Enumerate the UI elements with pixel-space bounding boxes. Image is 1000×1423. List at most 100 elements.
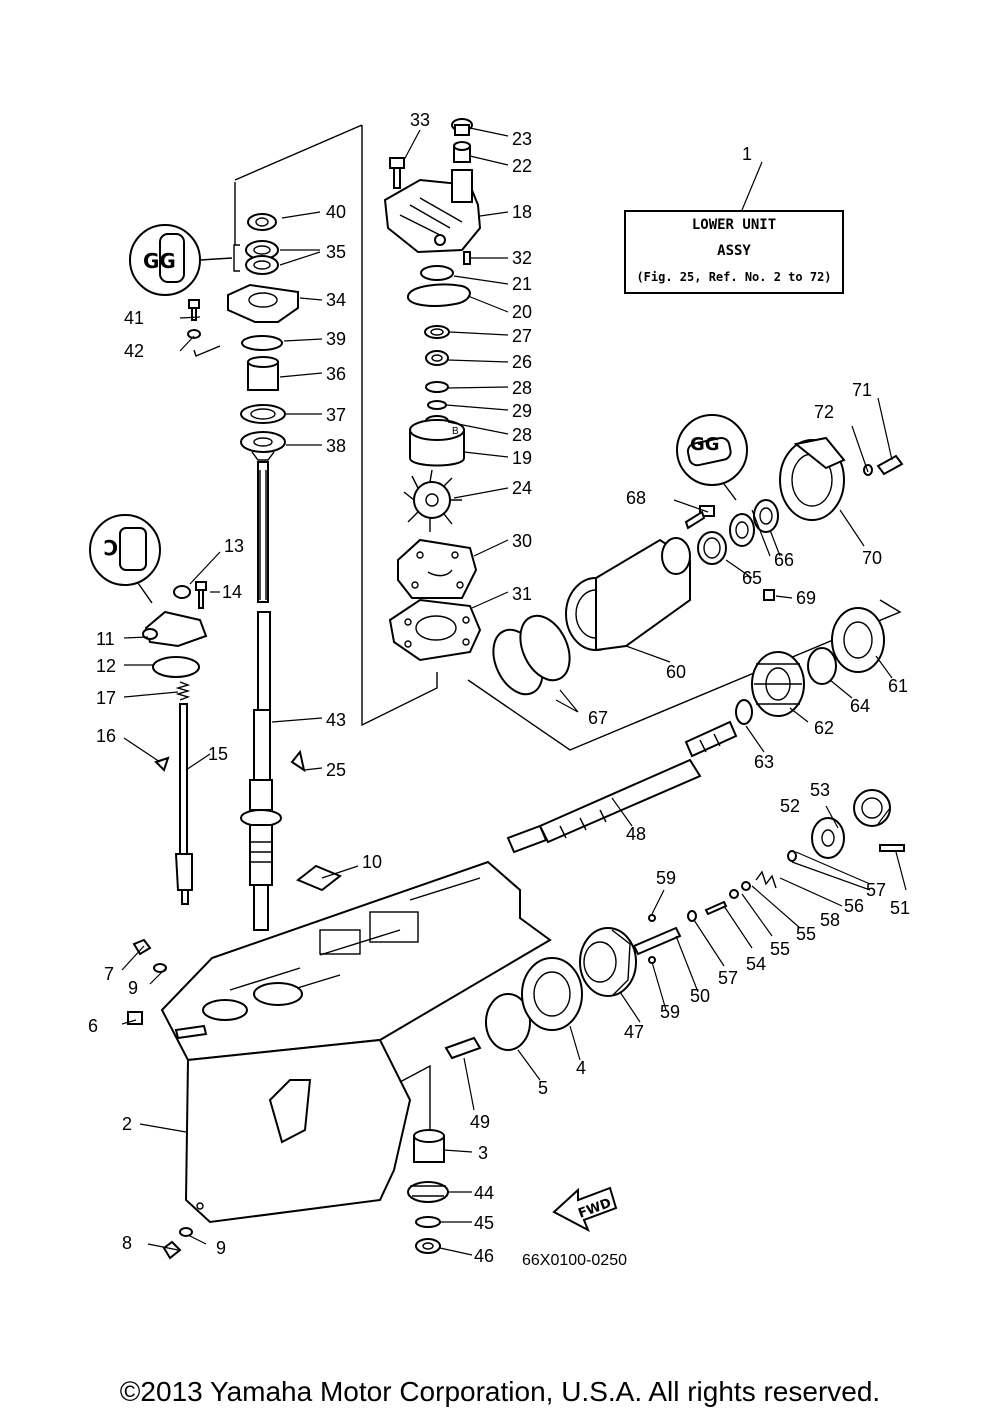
callout-27: 27 xyxy=(512,326,532,346)
part-44-pinion xyxy=(407,1181,449,1203)
svg-text:Ͻ: Ͻ xyxy=(104,536,118,560)
callout-62: 62 xyxy=(814,718,834,738)
part-54-pin xyxy=(704,900,728,916)
callout-61: 61 xyxy=(888,676,908,696)
svg-text:GG: GG xyxy=(143,249,176,273)
part-39-o-ring xyxy=(241,335,283,351)
part-4-taper-roller-bearing xyxy=(521,957,583,1031)
callout-24: 24 xyxy=(512,478,532,498)
callout-51: 51 xyxy=(890,898,910,918)
part-60-propeller-shaft-housing xyxy=(565,537,691,652)
callout-42: 42 xyxy=(124,341,144,361)
part-35-oil-seals xyxy=(245,240,279,275)
callout-57-right: 57 xyxy=(866,880,886,900)
callout-53: 53 xyxy=(810,780,830,800)
callout-23: 23 xyxy=(512,129,532,149)
callout-47: 47 xyxy=(624,1022,644,1042)
assembly-title: LOWER UNIT xyxy=(691,217,777,233)
part-65-needle-bearing xyxy=(697,531,727,565)
callout-52: 52 xyxy=(780,796,800,816)
part-3-needle-bearing xyxy=(413,1129,445,1163)
callout-28-bottom: 28 xyxy=(512,425,532,445)
part-29-seal xyxy=(427,400,447,410)
part-69-bolt xyxy=(763,589,775,601)
part-53-spring xyxy=(853,789,891,827)
callout-11: 11 xyxy=(96,629,115,649)
callout-labels: 1 2 3 4 5 6 7 8 9 9 10 11 12 13 14 15 16… xyxy=(88,110,910,1266)
leader-lines xyxy=(121,127,907,1256)
callout-56: 56 xyxy=(844,896,864,916)
leader-41-42 xyxy=(193,345,221,357)
fwd-direction-arrow: FWD xyxy=(552,1186,618,1233)
part-21-o-ring xyxy=(420,265,454,281)
callout-49: 49 xyxy=(470,1112,490,1132)
callout-55-left: 55 xyxy=(770,939,790,959)
part-62-reverse-gear xyxy=(751,651,805,717)
callout-16: 16 xyxy=(96,726,116,746)
part-40-oil-seal xyxy=(247,213,277,231)
callout-59-bottom: 59 xyxy=(660,1002,680,1022)
callout-32: 32 xyxy=(512,248,532,268)
part-47-forward-gear xyxy=(579,927,637,997)
part-61-ball-bearing xyxy=(831,607,885,673)
callout-10: 10 xyxy=(362,852,382,872)
part-9-gasket-top xyxy=(153,963,167,973)
part-67-o-rings xyxy=(492,614,571,696)
callout-19: 19 xyxy=(512,448,532,468)
callout-70: 70 xyxy=(862,548,882,568)
assembly-reference: (Fig. 25, Ref. No. 2 to 72) xyxy=(636,270,832,284)
callout-15: 15 xyxy=(208,744,228,764)
part-8-plug xyxy=(162,1240,182,1260)
callout-1: 1 xyxy=(742,144,752,164)
callout-9-bottom: 9 xyxy=(216,1238,226,1258)
part-18-water-pump-housing xyxy=(383,169,482,254)
callout-6: 6 xyxy=(88,1016,98,1036)
part-30-gasket xyxy=(397,538,478,599)
svg-text:GG: GG xyxy=(690,434,720,455)
assembly-boundary-line xyxy=(234,124,438,727)
part-27-insert-cartridge xyxy=(424,325,450,339)
callout-68: 68 xyxy=(626,488,646,508)
part-52-dog-clutch xyxy=(811,817,845,859)
grease-symbol-housing: GG xyxy=(676,414,748,501)
part-34-oil-seal-housing xyxy=(227,283,299,323)
callout-48: 48 xyxy=(626,824,646,844)
callout-18: 18 xyxy=(512,202,532,222)
part-37-shim xyxy=(240,404,286,424)
part-72-washer xyxy=(863,464,873,476)
part-33-bolt xyxy=(389,157,405,189)
callout-17: 17 xyxy=(96,688,116,708)
part-71-bolt xyxy=(876,454,904,476)
part-24-impeller xyxy=(403,469,462,532)
grease-symbol-shift: Ͻ xyxy=(89,514,161,604)
callout-31: 31 xyxy=(512,584,532,604)
part-38-sleeve xyxy=(240,431,286,461)
part-57-washer xyxy=(687,850,797,922)
callout-50: 50 xyxy=(690,986,710,1006)
part-70-anode xyxy=(779,436,846,521)
part-13-grommet xyxy=(173,585,191,599)
part-50-shift-plunger xyxy=(632,926,682,956)
callout-30: 30 xyxy=(512,531,532,551)
callout-25: 25 xyxy=(326,760,346,780)
callout-22: 22 xyxy=(512,156,532,176)
callout-5: 5 xyxy=(538,1078,548,1098)
part-36-bearing xyxy=(247,356,279,391)
part-42-washer xyxy=(187,329,201,339)
callout-36: 36 xyxy=(326,364,346,384)
callout-2: 2 xyxy=(122,1114,132,1134)
part-5-shim xyxy=(485,993,531,1051)
callout-54: 54 xyxy=(746,954,766,974)
part-15-shift-rod xyxy=(174,703,193,905)
callout-63: 63 xyxy=(754,752,774,772)
part-10-cover xyxy=(296,864,342,892)
bracket-35 xyxy=(233,244,240,272)
callout-58: 58 xyxy=(820,910,840,930)
part-12-o-ring xyxy=(152,656,200,678)
callout-20: 20 xyxy=(512,302,532,322)
assembly-subtitle: ASSY xyxy=(717,243,751,259)
callout-13: 13 xyxy=(224,536,244,556)
callout-44: 44 xyxy=(474,1183,494,1203)
part-41-bolt xyxy=(188,299,200,321)
callout-14: 14 xyxy=(222,582,242,602)
